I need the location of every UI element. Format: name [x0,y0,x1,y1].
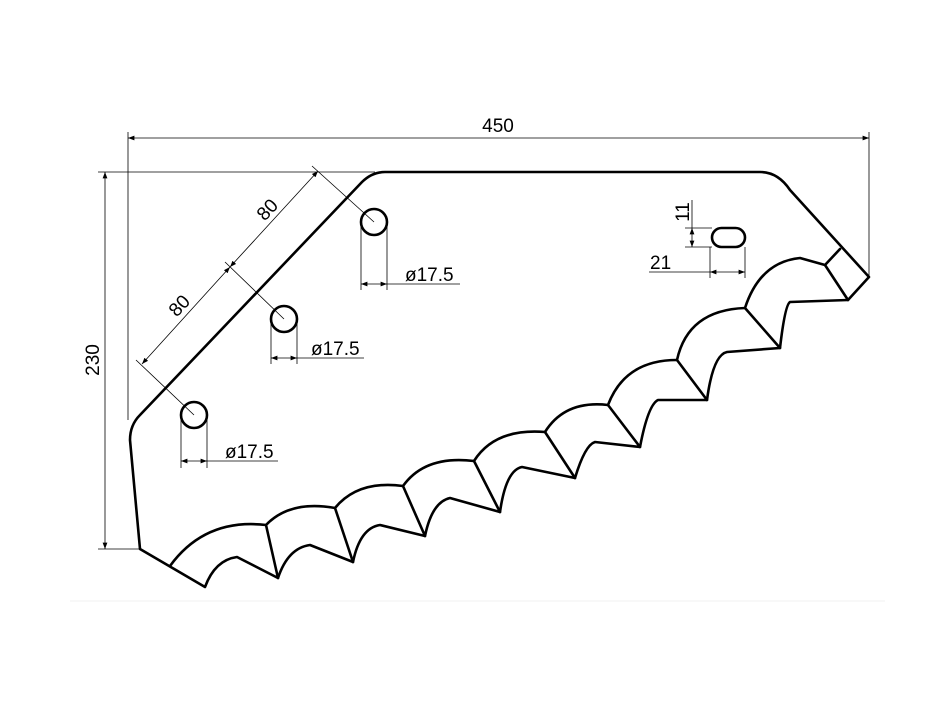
dimension-height: 230 [83,171,375,550]
slot-height-label: 11 [673,202,694,222]
tooth-scallops [168,247,850,580]
height-label: 230 [83,344,104,376]
dimension-hole-3: ø17.5 [180,415,278,468]
diameter-label-2: ø17.5 [311,339,360,360]
diameter-label-1: ø17.5 [405,265,454,286]
spacing-label-1: 80 [253,195,283,225]
dimension-slot-height: 11 [673,200,712,248]
slot-width-label: 21 [650,253,671,274]
dimension-hole-2: ø17.5 [270,319,364,364]
dimension-width: 450 [127,116,870,420]
dimension-hole-spacing: 80 80 [135,165,375,416]
diameter-label-3: ø17.5 [225,442,274,463]
width-label: 450 [482,116,514,137]
spacing-label-2: 80 [165,291,195,321]
slot [710,226,747,249]
dimension-slot-width: 21 [649,247,746,278]
dimension-hole-1: ø17.5 [360,222,460,290]
